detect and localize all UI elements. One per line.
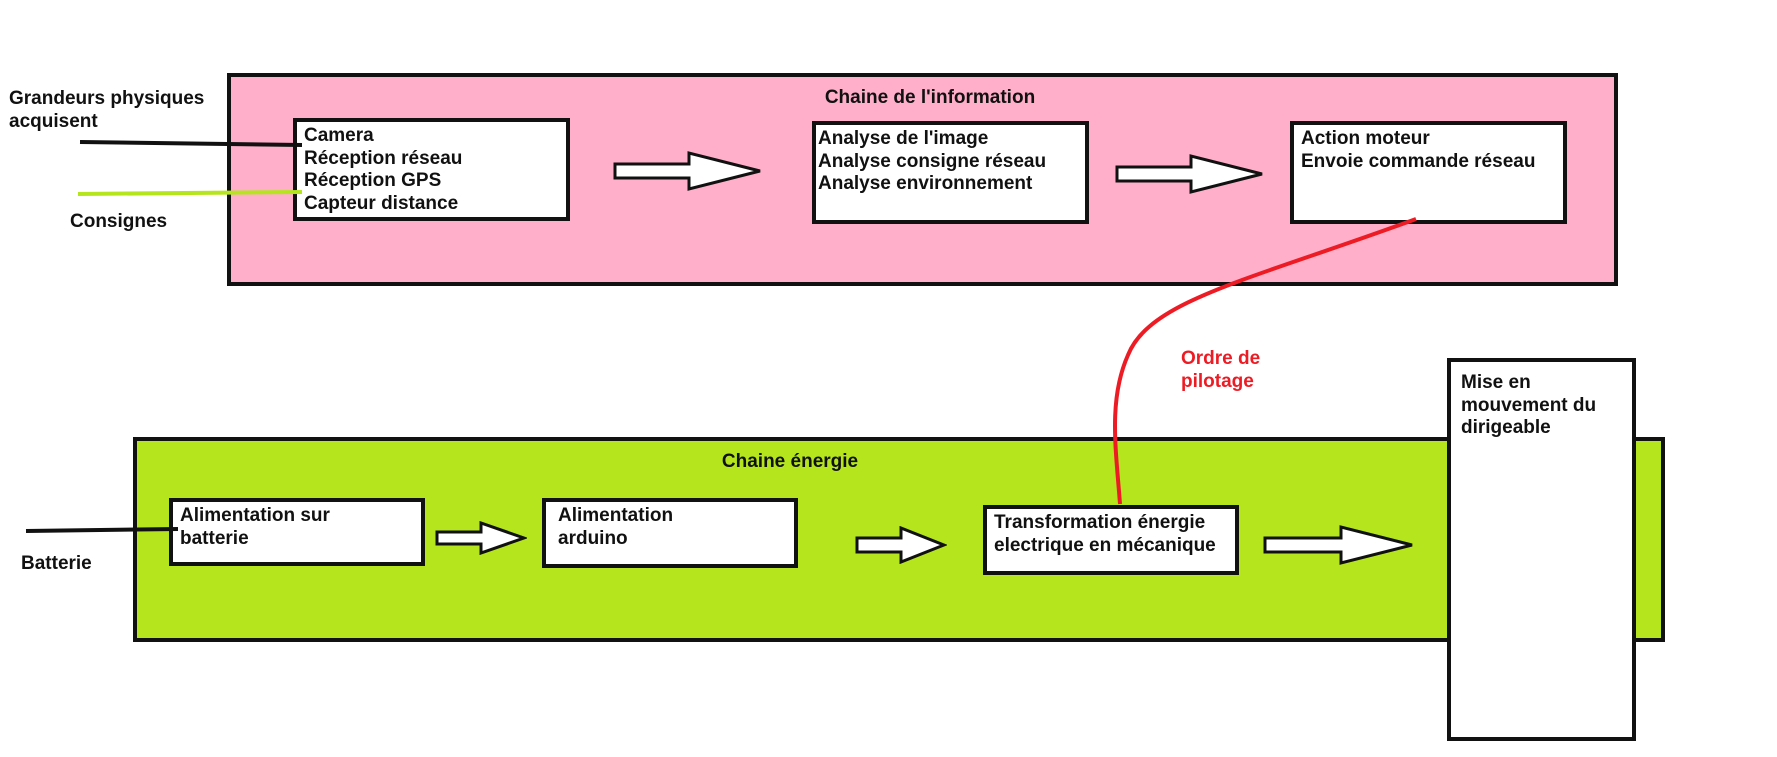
process-item: Analyse consigne réseau: [818, 150, 1047, 172]
acquire-item: Capteur distance: [304, 192, 459, 214]
ordre-pilotage-label: Ordre de pilotage: [1181, 348, 1260, 393]
ordre-line-2: pilotage: [1181, 370, 1254, 392]
output-line: dirigeable: [1461, 417, 1551, 438]
consignes-label: Consignes: [70, 211, 168, 232]
output-line: mouvement du: [1461, 394, 1597, 416]
communicate-box: Action moteur Envoie commande réseau: [1290, 121, 1567, 224]
grandeurs-line-1: Grandeurs physiques: [9, 88, 205, 109]
acquire-item: Réception GPS: [304, 170, 442, 191]
hollow-right-arrow-icon: [855, 526, 947, 564]
grandeurs-line-2: acquisent: [9, 110, 98, 132]
ordre-line-1: Ordre de: [1181, 348, 1261, 369]
hollow-right-arrow-icon: [1263, 525, 1413, 565]
acquire-item: Camera: [304, 125, 374, 146]
batterie-label: Batterie: [21, 553, 92, 574]
communicate-item: Action moteur: [1301, 128, 1430, 149]
batterie-input-line: [25, 527, 179, 533]
distribute-line: Alimentation: [558, 505, 674, 526]
hollow-right-arrow-icon: [613, 151, 761, 191]
supply-box: Alimentation sur batterie: [169, 498, 425, 566]
process-item: Analyse environnement: [818, 173, 1033, 194]
acquire-item: Réception réseau: [304, 147, 463, 169]
grandeurs-physiques-label: Grandeurs physiques acquisent: [9, 88, 204, 133]
process-box: Analyse de l'image Analyse consigne rése…: [812, 121, 1089, 224]
distribute-line: arduino: [558, 527, 628, 549]
information-chain-title: Chaine de l'information: [824, 87, 1036, 108]
grandeurs-input-line: [79, 140, 303, 147]
distribute-box: Alimentation arduino: [542, 498, 798, 568]
hollow-right-arrow-icon: [1115, 154, 1263, 194]
supply-line: Alimentation sur: [180, 505, 330, 526]
output-line: Mise en: [1461, 372, 1531, 393]
convert-box: Transformation énergie electrique en méc…: [983, 505, 1239, 575]
output-box: Mise en mouvement du dirigeable: [1447, 358, 1636, 741]
acquire-box: Camera Réception réseau Réception GPS Ca…: [293, 118, 570, 221]
process-item: Analyse de l'image: [818, 128, 989, 149]
consignes-input-line: [77, 190, 303, 196]
order-curve: [1113, 217, 1417, 505]
communicate-item: Envoie commande réseau: [1301, 150, 1536, 172]
supply-line: batterie: [180, 527, 249, 549]
convert-line: electrique en mécanique: [994, 534, 1216, 556]
energy-chain-title: Chaine énergie: [721, 451, 859, 472]
hollow-right-arrow-icon: [435, 521, 527, 555]
convert-line: Transformation énergie: [994, 512, 1206, 533]
